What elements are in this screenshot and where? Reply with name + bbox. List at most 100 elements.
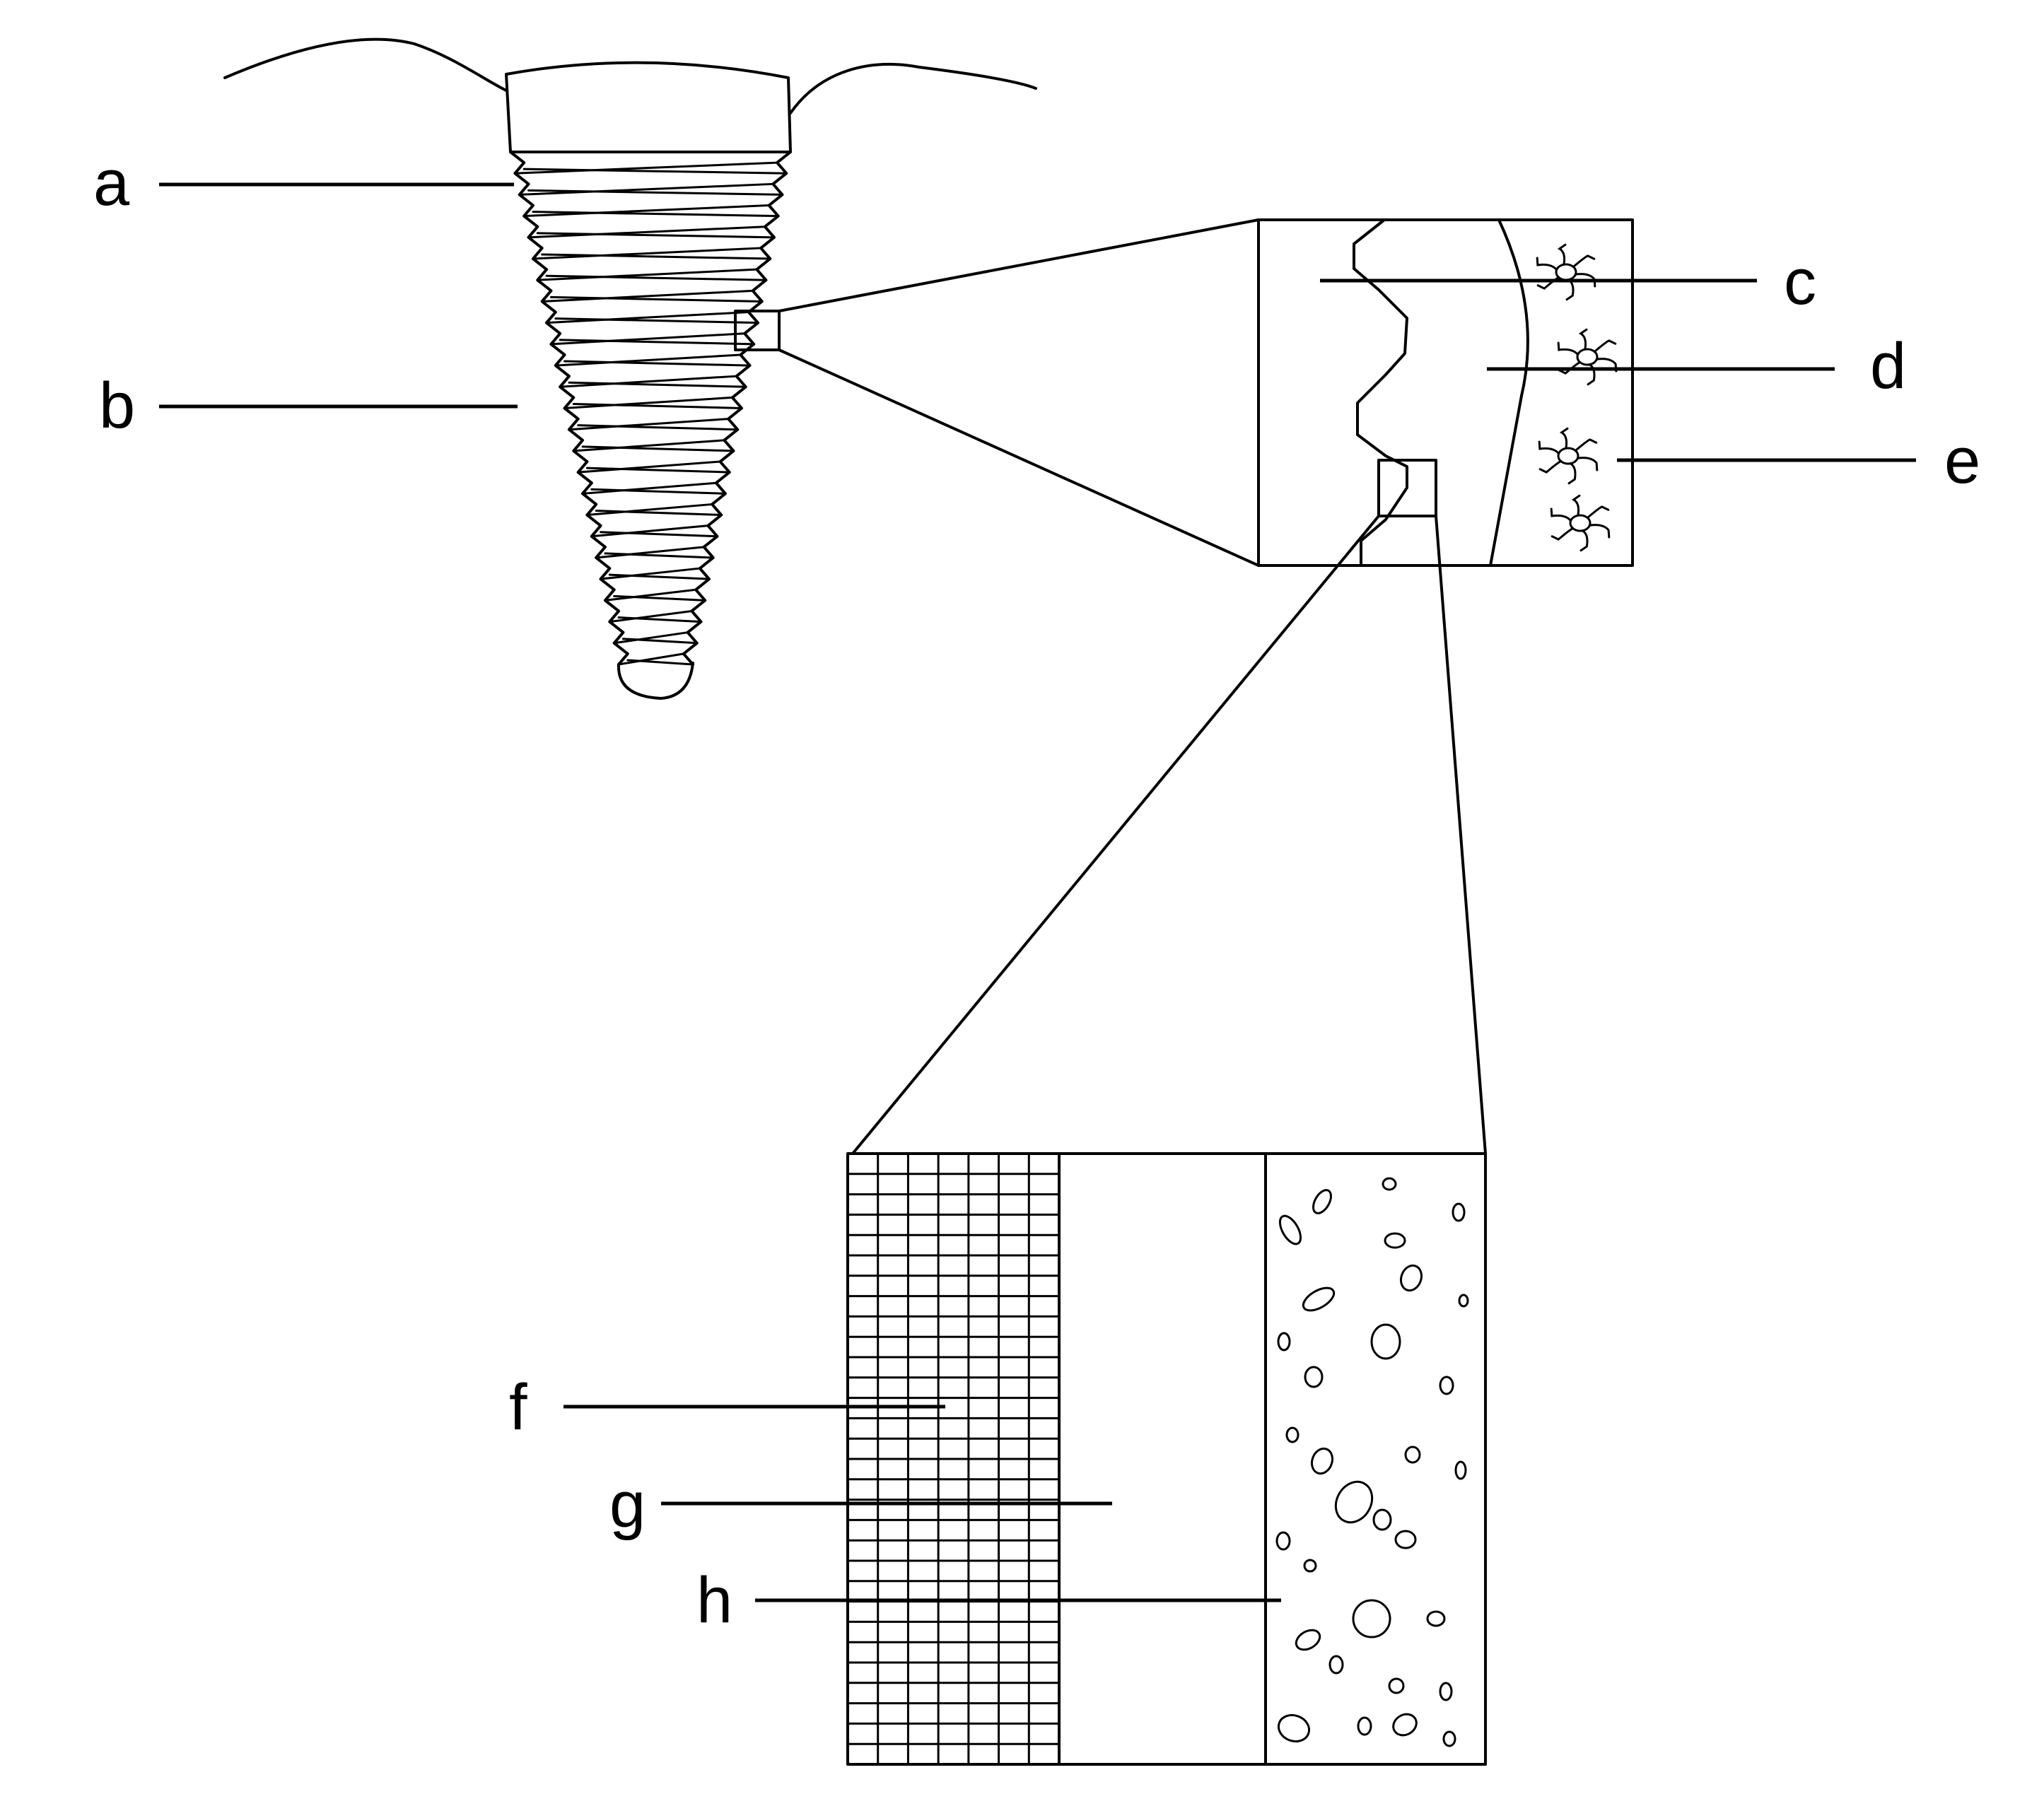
osteocyte-process xyxy=(1587,363,1596,386)
bone-pore xyxy=(1312,1189,1332,1214)
label-g: g xyxy=(609,1469,646,1541)
bone-pore xyxy=(1439,1682,1453,1701)
bone-pore xyxy=(1328,1655,1344,1675)
osteocyte-body xyxy=(1576,348,1599,366)
bone-pore xyxy=(1394,1530,1417,1549)
bone-pore xyxy=(1295,1629,1321,1651)
thread-line xyxy=(604,552,715,559)
thread-line xyxy=(604,588,697,602)
thread-line xyxy=(568,418,730,431)
bone-pore xyxy=(1404,1446,1421,1464)
osteocyte-process xyxy=(1588,524,1611,539)
bone-pore xyxy=(1458,1294,1469,1308)
bone-pore xyxy=(1285,1426,1300,1443)
zoom-connector-1-top xyxy=(778,218,1260,312)
bone-pore xyxy=(1392,1713,1418,1737)
bone-pore xyxy=(1452,1202,1466,1222)
osteocyte-process xyxy=(1557,243,1567,266)
bone-pore xyxy=(1275,1531,1291,1551)
bone-pore xyxy=(1334,1480,1374,1524)
osteocyte-body xyxy=(1569,514,1592,532)
magnified-layer-panel xyxy=(846,1152,1487,1766)
bone-pore xyxy=(1382,1177,1397,1191)
thread-line xyxy=(626,659,694,666)
thread-line xyxy=(581,481,718,495)
zoom-connector-1-bottom xyxy=(778,348,1260,567)
thread-line xyxy=(549,295,764,303)
thread-line xyxy=(541,253,771,260)
thread-line xyxy=(554,353,742,367)
bone-pore xyxy=(1384,1232,1406,1249)
thread-line xyxy=(536,268,758,281)
label-e: e xyxy=(1944,425,1980,497)
label-a: a xyxy=(93,147,130,219)
thread-line xyxy=(554,317,759,324)
thread-line xyxy=(563,396,734,409)
implant-apex xyxy=(617,662,694,700)
thread-line xyxy=(563,360,751,367)
bone-pore xyxy=(1357,1716,1372,1736)
bone-pore xyxy=(1304,1366,1324,1388)
osteocyte-process xyxy=(1557,341,1579,356)
thread-line xyxy=(541,289,754,303)
thread-line xyxy=(549,332,746,346)
bone-pore xyxy=(1439,1376,1454,1395)
zoom-connector-2-left xyxy=(851,515,1380,1155)
thread-line xyxy=(572,439,725,452)
thread-line xyxy=(527,189,783,196)
osteocyte-process xyxy=(1578,328,1588,351)
bone-pore xyxy=(1442,1730,1456,1747)
osteocyte-process xyxy=(1593,339,1617,353)
thread-line xyxy=(545,274,767,281)
bone-pore xyxy=(1370,1323,1401,1360)
label-c: c xyxy=(1784,246,1816,318)
bone-pore xyxy=(1454,1460,1467,1480)
thread-line xyxy=(532,247,762,260)
osteocyte-body xyxy=(1557,447,1579,465)
magnified-interface-panel xyxy=(1257,218,1634,567)
osteocyte-process xyxy=(1574,438,1598,452)
thread-line xyxy=(613,631,689,645)
label-f: f xyxy=(509,1371,527,1443)
thread-line xyxy=(532,211,780,218)
thread-line xyxy=(617,652,685,666)
panel-1-frame xyxy=(1257,218,1634,567)
thread-line xyxy=(522,204,771,218)
bone-pore xyxy=(1277,1713,1311,1743)
thread-line xyxy=(577,424,739,431)
zoom-box-implant xyxy=(734,310,781,351)
thread-line xyxy=(527,225,766,239)
osteocyte-process xyxy=(1538,440,1560,455)
osteocyte-process xyxy=(1559,427,1569,450)
thread-line xyxy=(559,375,738,388)
thread-line xyxy=(522,168,788,175)
thread-line xyxy=(585,467,731,474)
thread-line xyxy=(585,503,713,517)
thread-line xyxy=(617,616,702,623)
implant-grid-layer xyxy=(846,1152,1061,1766)
osteocyte-process xyxy=(1586,505,1610,520)
bone-pore xyxy=(1372,1508,1392,1531)
bone-pore xyxy=(1352,1599,1391,1638)
bone-pore xyxy=(1303,1559,1317,1573)
osteocyte-process xyxy=(1595,358,1618,373)
osteocyte-process xyxy=(1536,257,1558,271)
implant-collar xyxy=(505,61,792,153)
thread-line xyxy=(581,445,735,452)
thread-line xyxy=(595,510,723,517)
osteocyte-process xyxy=(1579,529,1589,552)
bone-pore xyxy=(1277,1332,1291,1352)
osteocyte-process xyxy=(1550,508,1572,522)
gum-line-left xyxy=(223,37,508,92)
bone-pore xyxy=(1426,1610,1446,1627)
zoom-box-interface xyxy=(1377,459,1437,517)
thread-line xyxy=(621,638,699,645)
thread-line xyxy=(600,531,718,538)
thread-line xyxy=(613,594,706,602)
gum-line-right xyxy=(789,63,1037,115)
thread-line xyxy=(545,311,750,324)
thread-line xyxy=(590,488,727,495)
bone-pores-group xyxy=(1275,1177,1469,1747)
thread-line xyxy=(536,232,776,239)
